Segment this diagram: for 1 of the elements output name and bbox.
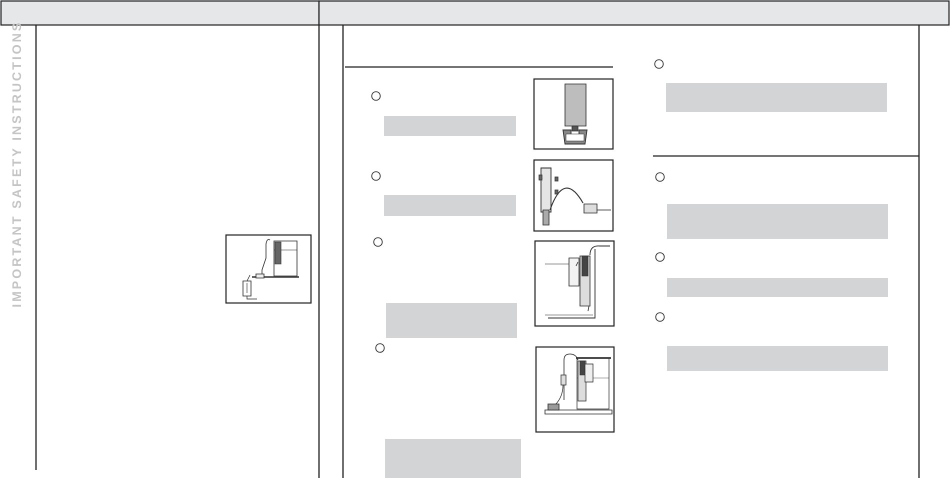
section-heading: IMPORTANT SAFETY INSTRUCTIONS xyxy=(10,20,24,308)
